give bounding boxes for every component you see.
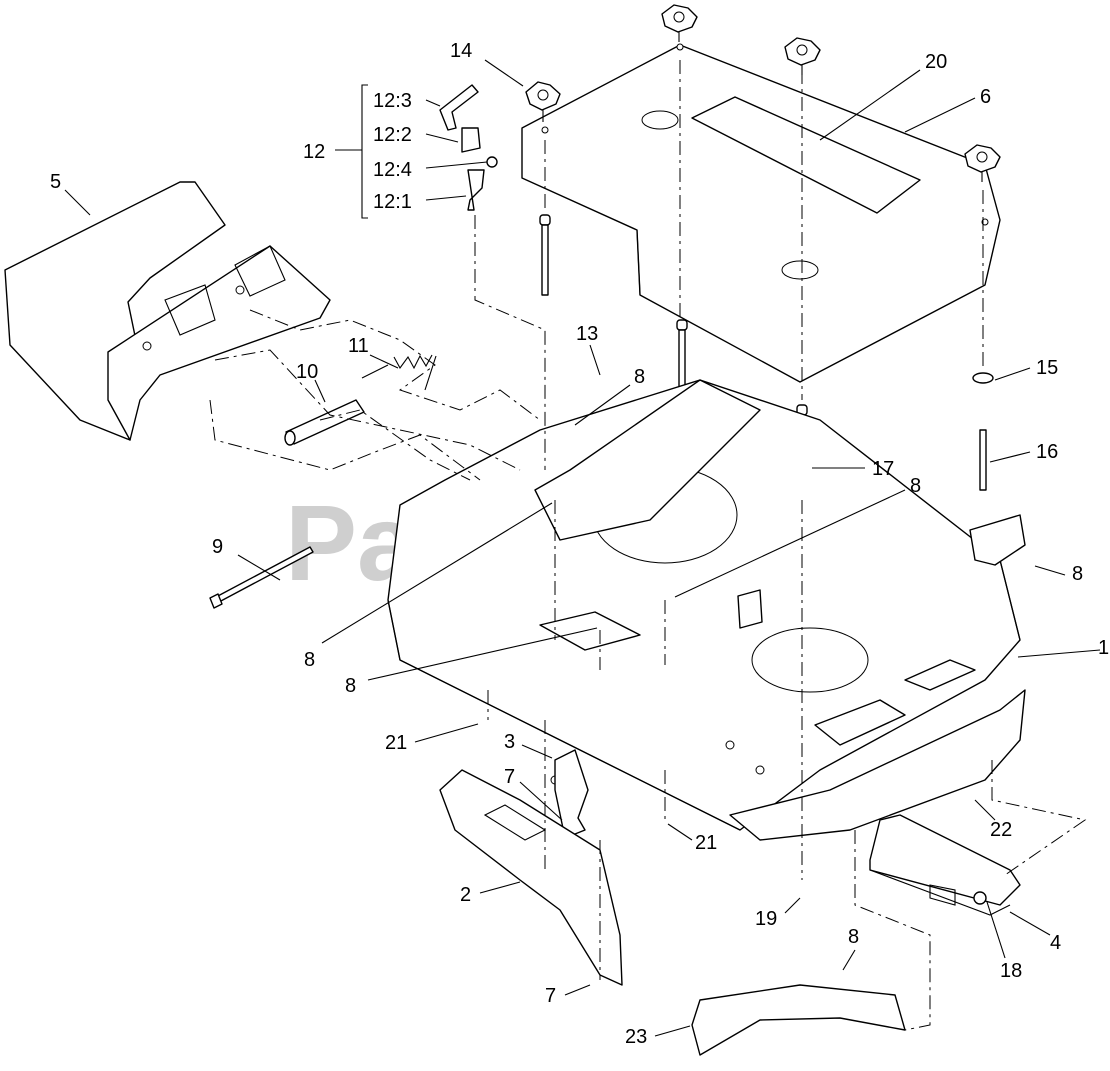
callout-12-3: 12:3 bbox=[373, 90, 412, 112]
part-1-deck bbox=[387, 379, 1026, 841]
knob-14-d bbox=[964, 144, 1001, 182]
part-3-bracket bbox=[554, 749, 589, 839]
callout-12-1: 12:1 bbox=[373, 191, 412, 213]
part-5-deflector bbox=[4, 181, 331, 441]
knob-14-group bbox=[525, 4, 1001, 182]
callout-12-4: 12:4 bbox=[373, 159, 412, 181]
callout-18: 18 bbox=[1000, 960, 1022, 982]
callout-2: 2 bbox=[460, 884, 471, 906]
callout-8-d: 8 bbox=[345, 675, 356, 697]
callout-labels: 14 20 6 5 11 10 13 8 15 16 17 8 9 8 8 8 … bbox=[50, 40, 1109, 1048]
callout-15: 15 bbox=[1036, 357, 1058, 379]
part-4-bracket bbox=[869, 814, 1021, 916]
part-23-baffle bbox=[691, 984, 906, 1056]
callout-14: 14 bbox=[450, 40, 472, 62]
knob-14-c bbox=[784, 37, 821, 75]
callout-4: 4 bbox=[1050, 932, 1061, 954]
callout-8-f: 8 bbox=[848, 926, 859, 948]
callout-21-b: 21 bbox=[695, 832, 717, 854]
part-10-rod bbox=[284, 399, 365, 446]
callout-11: 11 bbox=[348, 335, 369, 357]
callout-8-e: 8 bbox=[1072, 563, 1083, 585]
part-12-chute-handle bbox=[439, 84, 498, 211]
part-11-spring bbox=[361, 354, 437, 391]
callout-8-a: 8 bbox=[634, 366, 645, 388]
callout-6: 6 bbox=[980, 86, 991, 108]
callout-21-a: 21 bbox=[385, 732, 407, 754]
callout-7-a: 7 bbox=[504, 766, 515, 788]
assembly-centerlines bbox=[209, 60, 1087, 1031]
callout-23: 23 bbox=[625, 1026, 647, 1048]
callout-16: 16 bbox=[1036, 441, 1058, 463]
part-9-bolt bbox=[209, 546, 314, 609]
callout-5: 5 bbox=[50, 171, 61, 193]
callout-8-c: 8 bbox=[304, 649, 315, 671]
callout-12: 12 bbox=[303, 141, 325, 163]
callout-7-b: 7 bbox=[545, 985, 556, 1007]
part-2-skid bbox=[439, 769, 623, 986]
part-6-top-cover bbox=[521, 43, 1001, 383]
callout-1: 1 bbox=[1098, 637, 1109, 659]
group-12-callout: 12 12:3 12:2 12:4 12:1 bbox=[303, 84, 488, 219]
callout-12-2: 12:2 bbox=[373, 124, 412, 146]
callout-13: 13 bbox=[576, 323, 598, 345]
callout-17: 17 bbox=[872, 458, 894, 480]
callout-8-b: 8 bbox=[910, 475, 921, 497]
knob-14-b bbox=[661, 4, 698, 42]
callout-10: 10 bbox=[296, 361, 318, 383]
callout-19: 19 bbox=[755, 908, 777, 930]
callout-3: 3 bbox=[504, 731, 515, 753]
callout-9: 9 bbox=[212, 536, 223, 558]
callout-20: 20 bbox=[925, 51, 947, 73]
knob-14-a bbox=[525, 81, 561, 122]
callout-22: 22 bbox=[990, 819, 1012, 841]
callout-leaders bbox=[64, 59, 1101, 1037]
